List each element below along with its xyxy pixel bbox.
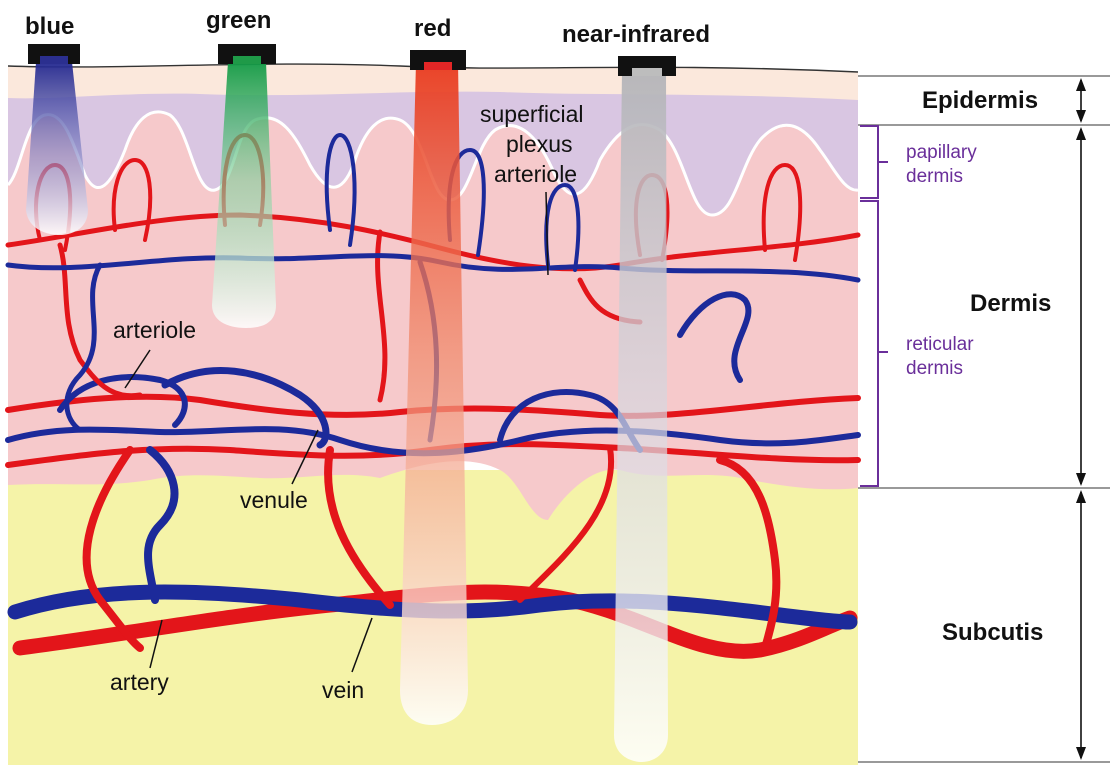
reticular-bracket (860, 201, 878, 486)
light-source-labels: blue green red near-infrared (25, 7, 710, 48)
subcutis-arrow-head-bottom (1076, 747, 1086, 760)
dermis-arrow-head-bottom (1076, 473, 1086, 486)
superficial-plexus-arteriole-label-line1: superficial (480, 101, 584, 127)
near-infrared-source-emitter (632, 68, 662, 76)
near-infrared-light-beam (614, 70, 668, 762)
reticular-dermis-label-line2: dermis (906, 358, 963, 379)
dermis-label: Dermis (970, 290, 1051, 317)
arteriole-label: arteriole (113, 317, 196, 343)
subcutis-label: Subcutis (942, 619, 1043, 646)
papillary-bracket (860, 126, 878, 198)
epidermis-arrow-head-top (1076, 78, 1086, 91)
blue-source-emitter (40, 56, 68, 64)
dermis-arrow-head-top (1076, 127, 1086, 140)
red-source-emitter (424, 62, 452, 70)
epidermis-arrow-head-bottom (1076, 110, 1086, 123)
epidermis-label: Epidermis (922, 87, 1038, 114)
red-source-label: red (414, 15, 451, 42)
artery-label: artery (110, 669, 169, 695)
superficial-plexus-arteriole-label-line2: plexus (506, 131, 572, 157)
vein-label: vein (322, 677, 364, 703)
near-infrared-source-label: near-infrared (562, 21, 710, 48)
green-source-label: green (206, 7, 271, 34)
subcutis-arrow-head-top (1076, 490, 1086, 503)
green-source-emitter (233, 56, 261, 64)
papillary-dermis-label-line1: papillary (906, 142, 977, 163)
venule-label: venule (240, 487, 308, 513)
reticular-dermis-label-line1: reticular (906, 334, 974, 355)
layer-scale: Epidermis Dermis Subcutis papillary derm… (858, 76, 1110, 762)
blue-source-label: blue (25, 13, 74, 40)
superficial-plexus-arteriole-label-line3: arteriole (494, 161, 577, 187)
papillary-dermis-label-line2: dermis (906, 166, 963, 187)
